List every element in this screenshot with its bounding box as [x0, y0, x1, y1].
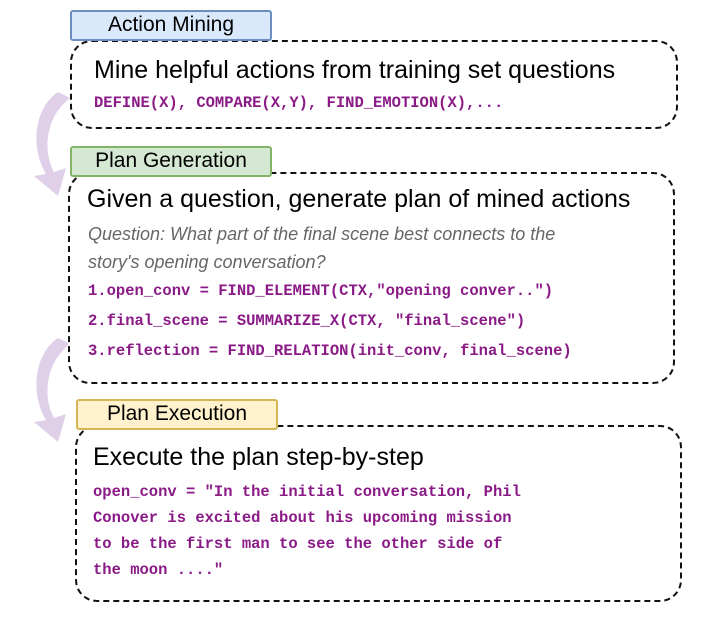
execution-output-code: Conover is excited about his upcoming mi… — [93, 509, 512, 527]
question-line: story's opening conversation? — [88, 252, 326, 272]
question-line: Question: What part of the final scene b… — [88, 224, 556, 244]
plan-generation-box: Given a question, generate plan of mined… — [68, 172, 675, 384]
plan-generation-heading: Given a question, generate plan of mined… — [87, 185, 631, 213]
execution-output-code: to be the first man to see the other sid… — [93, 535, 503, 553]
curved-arrow-icon — [34, 338, 70, 442]
plan-step-code: 2.final_scene = SUMMARIZE_X(CTX, "final_… — [88, 312, 526, 330]
action-mining-box: Mine helpful actions from training set q… — [70, 40, 678, 129]
action-list-code: DEFINE(X), COMPARE(X,Y), FIND_EMOTION(X)… — [94, 94, 504, 112]
plan-generation-label: Plan Generation — [70, 146, 272, 177]
curved-arrow-icon — [34, 92, 70, 196]
plan-step-code: 1.open_conv = FIND_ELEMENT(CTX,"opening … — [88, 282, 554, 300]
action-mining-label: Action Mining — [70, 10, 272, 41]
execution-output-code: open_conv = "In the initial conversation… — [93, 483, 521, 501]
plan-execution-heading: Execute the plan step-by-step — [93, 443, 424, 471]
plan-execution-label: Plan Execution — [76, 399, 278, 430]
plan-step-code: 3.reflection = FIND_RELATION(init_conv, … — [88, 342, 572, 360]
execution-output-code: the moon ...." — [93, 561, 224, 579]
plan-execution-box: Execute the plan step-by-step open_conv … — [75, 425, 682, 602]
action-mining-heading: Mine helpful actions from training set q… — [94, 56, 616, 84]
